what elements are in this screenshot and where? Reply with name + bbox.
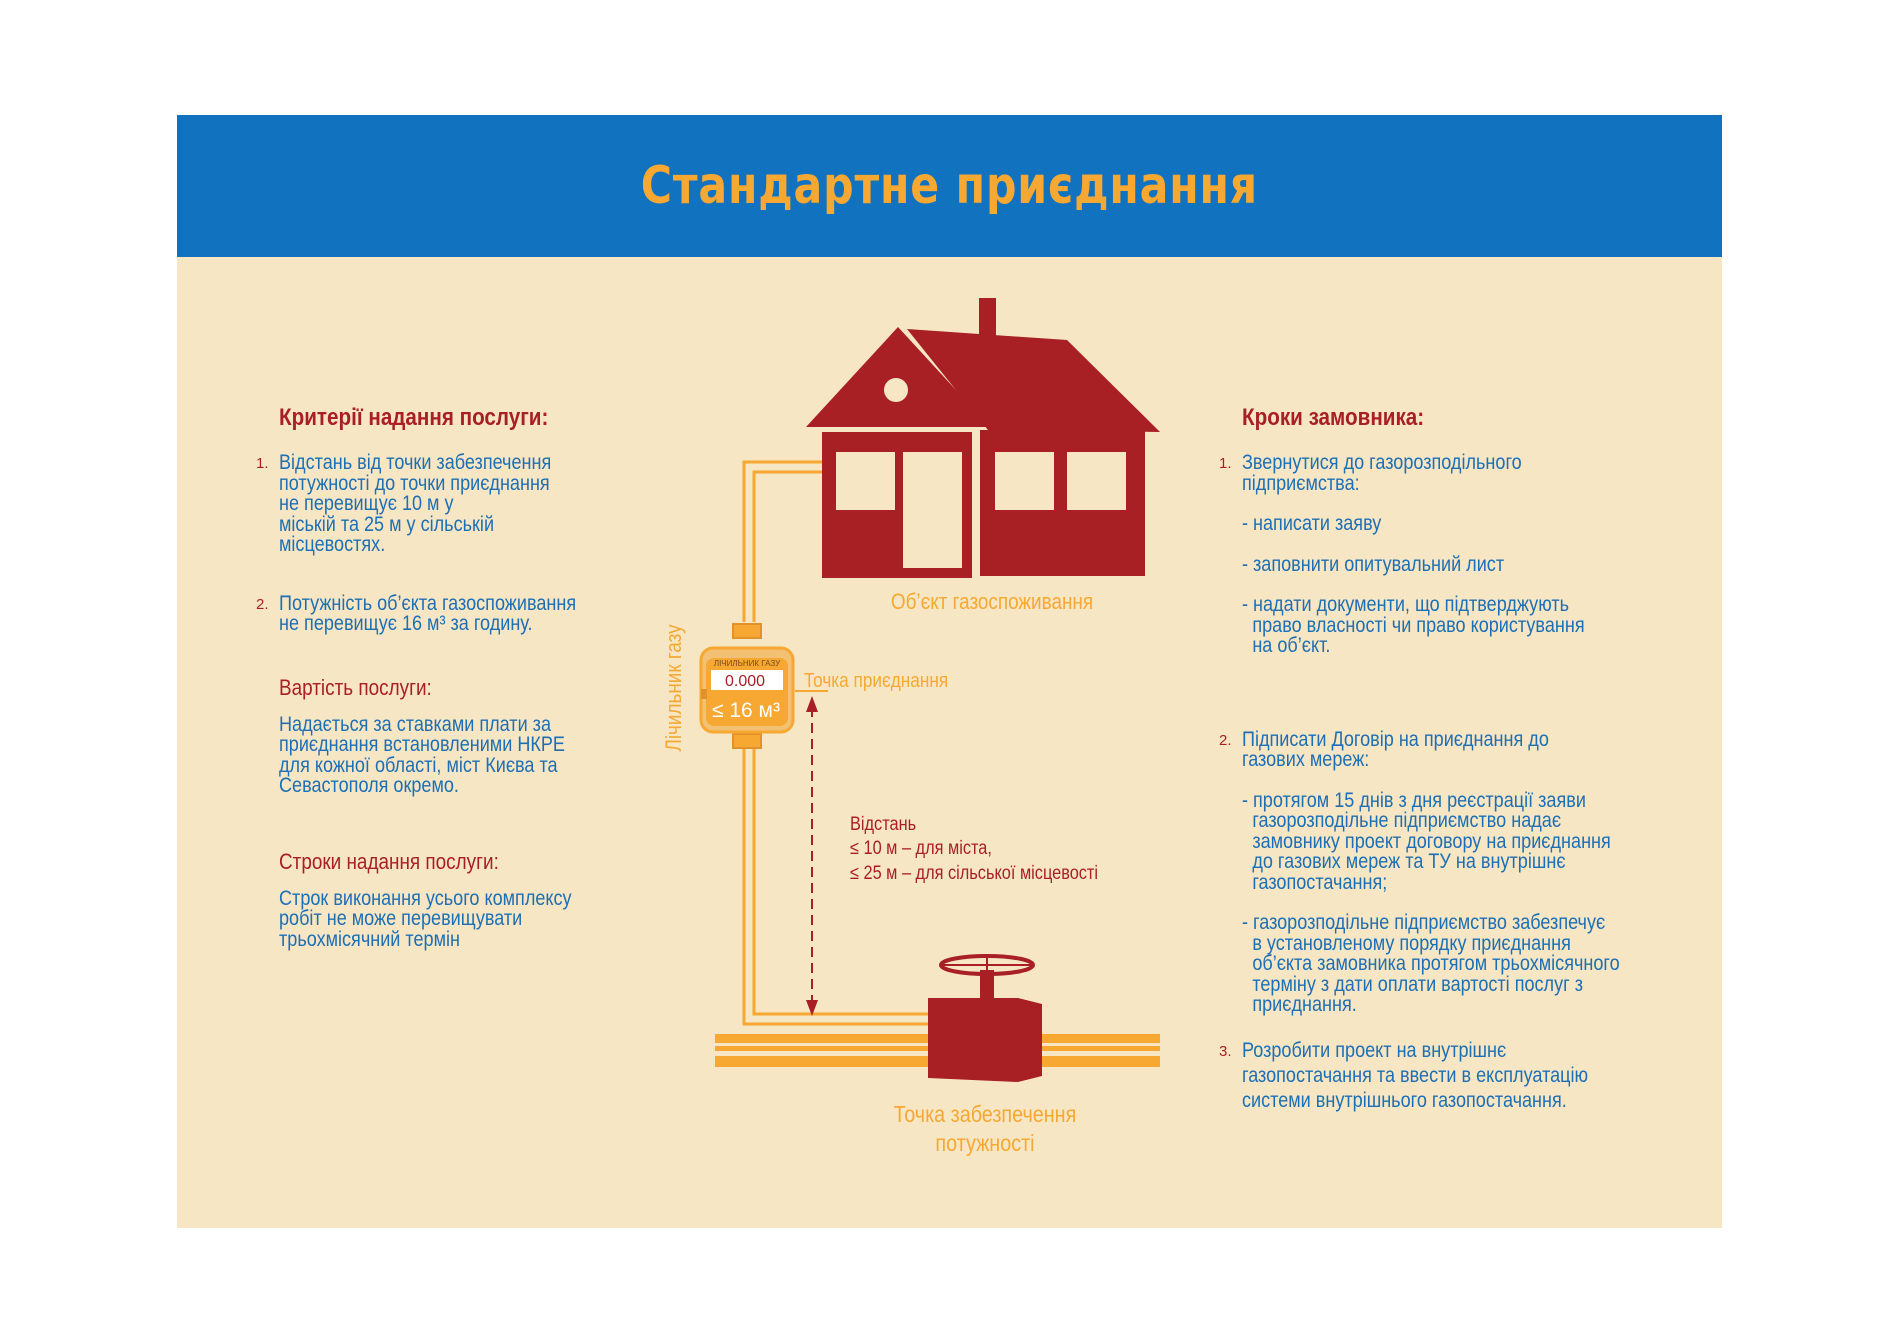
step-line: системи внутрішнього газопостачання.	[1242, 1088, 1567, 1112]
step-line: газопостачання та ввести в експлуатацію	[1242, 1063, 1589, 1087]
step-1-sub-3: - надати документи, що підтверджують пра…	[1242, 593, 1682, 657]
step-1: 1. Звернутися до газорозподільного підпр…	[1219, 451, 1682, 495]
distance-title: Відстань	[850, 813, 916, 834]
sub-line: - надати документи, що підтверджують	[1242, 593, 1570, 616]
sub-line: до газових мереж та ТУ на внутрішнє	[1252, 850, 1566, 873]
object-label: Об’єкт газоспоживання	[891, 590, 1093, 615]
distance-arrow	[806, 696, 818, 1016]
criteria-item-1: 1. Відстань від точки забезпечення потуж…	[256, 451, 679, 556]
criteria-line: потужності до точки приєднання	[279, 471, 550, 495]
terms-text: Строк виконання усього комплексу робіт н…	[279, 886, 679, 951]
steps-heading: Кроки замовника:	[1242, 404, 1425, 431]
sub-line: замовнику проект договору на приєднання	[1252, 829, 1611, 853]
criteria-heading: Критерії надання послуги:	[279, 404, 549, 431]
step-line: газових мереж:	[1242, 748, 1370, 771]
sub-line: - заповнити опитувальний лист	[1242, 552, 1505, 576]
service-pipe	[742, 460, 928, 1026]
cost-heading: Вартість послуги:	[279, 674, 432, 700]
criteria-number: 2.	[256, 595, 269, 613]
step-2-sub-1: - протягом 15 днів з дня реєстрації заяв…	[1242, 788, 1682, 894]
meter-vertical-label: Лічильник газу	[662, 624, 687, 752]
criteria-line: не перевищує 16 м³ за годину.	[279, 612, 533, 635]
step-2: 2. Підписати Договір на приєднання до га…	[1219, 727, 1682, 771]
left-column: Критерії надання послуги: 1. Відстань ві…	[256, 403, 679, 951]
terms-line: Строк виконання усього комплексу	[279, 886, 572, 910]
criteria-line: міській та 25 м у сільській	[279, 512, 495, 536]
step-number: 1.	[1219, 455, 1232, 472]
page-title: Стандартне приєднання	[640, 156, 1259, 216]
sub-line: об’єкта замовника протягом трьохмісячног…	[1252, 952, 1620, 975]
criteria-item-2: 2. Потужність об’єкта газоспоживання не …	[256, 591, 679, 635]
step-number: 2.	[1219, 731, 1232, 749]
sub-line: газопостачання;	[1252, 870, 1388, 894]
terms-line: робіт не може перевищувати	[279, 907, 523, 930]
step-1-sub-2: - заповнити опитувальний лист	[1242, 552, 1682, 576]
sub-line: на об’єкт.	[1252, 634, 1331, 657]
sub-line: - написати заяву	[1242, 512, 1382, 535]
supply-point-label-line1: Точка забезпечення	[894, 1102, 1077, 1128]
sub-line: право власності чи право користування	[1252, 613, 1585, 637]
cost-line: для кожної області, міст Києва та	[279, 753, 558, 777]
criteria-line: Відстань від точки забезпечення	[279, 451, 552, 474]
step-line: Підписати Договір на приєднання до	[1242, 727, 1549, 751]
house-icon	[806, 298, 1160, 578]
cost-line: приєднання встановленими НКРЕ	[279, 733, 565, 756]
cost-text: Надається за ставками плати за приєднанн…	[279, 712, 679, 797]
meter-small-label: ЛІЧИЛЬНИК ГАЗУ	[714, 659, 781, 668]
step-line: Звернутися до газорозподільного	[1242, 451, 1522, 474]
distance-city: ≤ 10 м – для міста,	[850, 837, 992, 858]
criteria-number: 1.	[256, 455, 269, 472]
sub-line: в установленому порядку приєднання	[1252, 931, 1571, 955]
meter-reading: 0.000	[725, 673, 765, 690]
terms-heading: Строки надання послуги:	[279, 848, 499, 874]
criteria-line: місцевостях.	[279, 533, 386, 556]
sub-line: - газорозподільне підприємство забезпечу…	[1242, 911, 1606, 934]
step-1-sub-1: - написати заяву	[1242, 512, 1682, 535]
sub-line: - протягом 15 днів з дня реєстрації заяв…	[1242, 788, 1586, 812]
header-bar: Стандартне приєднання	[177, 115, 1722, 257]
criteria-line: не перевищує 10 м у	[279, 492, 454, 515]
right-column: Кроки замовника: 1. Звернутися до газоро…	[1219, 403, 1682, 1113]
connection-point-label: Точка приєднання	[804, 669, 948, 692]
gas-meter-icon	[699, 623, 795, 749]
criteria-line: Потужність об’єкта газоспоживання	[279, 591, 577, 615]
cost-line: Надається за ставками плати за	[279, 712, 552, 736]
valve-icon	[928, 954, 1042, 1082]
terms-line: трьохмісячний термін	[279, 927, 460, 951]
sub-line: терміну з дати оплати вартості послуг з	[1252, 972, 1584, 996]
cost-line: Севастополя окремо.	[279, 774, 459, 797]
sub-line: газорозподільне підприємство надає	[1252, 809, 1562, 832]
step-line: підприємства:	[1242, 471, 1360, 495]
sub-line: приєднання.	[1252, 993, 1357, 1016]
step-3: 3. Розробити проект на внутрішнє газопос…	[1219, 1038, 1682, 1113]
supply-point-label-line2: потужності	[935, 1131, 1034, 1157]
meter-capacity: ≤ 16 м³	[712, 699, 780, 722]
step-line: Розробити проект на внутрішнє	[1242, 1038, 1507, 1062]
step-2-sub-2: - газорозподільне підприємство забезпечу…	[1242, 911, 1682, 1016]
distance-rural: ≤ 25 м – для сільської місцевості	[850, 862, 1098, 883]
step-number: 3.	[1219, 1042, 1232, 1060]
